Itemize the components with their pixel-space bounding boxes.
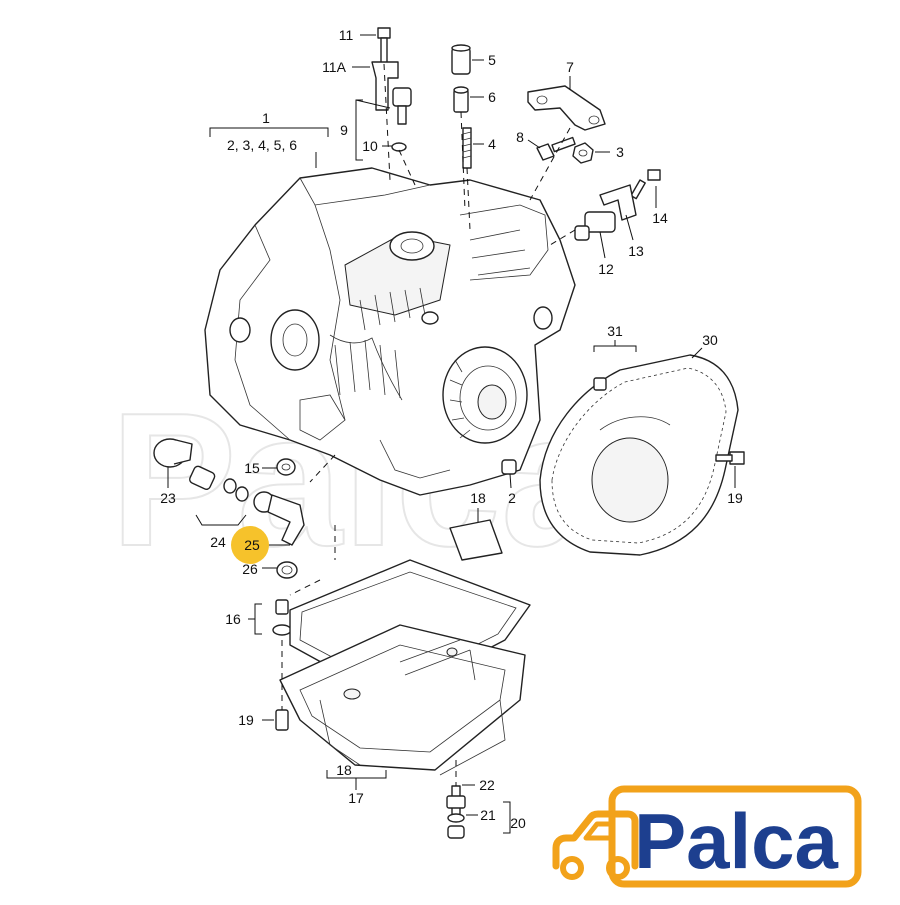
- callout-7: 7: [566, 59, 574, 75]
- callout-30: 30: [702, 332, 718, 348]
- dashed-leaders: [281, 63, 576, 786]
- callout-1-list: 2, 3, 4, 5, 6: [227, 137, 297, 153]
- callout-3: 3: [616, 144, 624, 160]
- callout-20: 20: [510, 815, 526, 831]
- callout-labels: 1 2, 3, 4, 5, 6 11 11A 9 10 5 6 4 7 8 3 …: [160, 27, 743, 831]
- callout-10: 10: [362, 138, 378, 154]
- callout-19-right: 19: [727, 490, 743, 506]
- callout-lines: [167, 34, 736, 834]
- callout-17: 17: [348, 790, 364, 806]
- callout-18-top: 18: [470, 490, 486, 506]
- callout-1: 1: [262, 110, 270, 126]
- callout-21: 21: [480, 807, 496, 823]
- callout-31: 31: [607, 323, 623, 339]
- callout-19-left: 19: [238, 712, 254, 728]
- gearbox-housing: [204, 167, 576, 496]
- callout-8: 8: [516, 129, 524, 145]
- logo-text: Palca: [634, 797, 838, 885]
- callout-12: 12: [598, 261, 614, 277]
- callout-6: 6: [488, 89, 496, 105]
- palca-logo: Palca: [552, 785, 862, 888]
- callout-18-bottom: 18: [336, 762, 352, 778]
- callout-11a: 11A: [322, 59, 347, 75]
- highlight-marker: [231, 526, 269, 564]
- callout-4: 4: [488, 136, 496, 152]
- callout-14: 14: [652, 210, 668, 226]
- callout-23: 23: [160, 490, 176, 506]
- callout-9: 9: [340, 122, 348, 138]
- callout-22: 22: [479, 777, 495, 793]
- top-parts: [371, 27, 661, 241]
- callout-2: 2: [508, 490, 516, 506]
- callout-26: 26: [242, 561, 258, 577]
- left-parts: [153, 438, 305, 731]
- oil-pan: [279, 559, 531, 776]
- drain-plug: [446, 785, 466, 839]
- callout-5: 5: [488, 52, 496, 68]
- callout-25: 25: [244, 537, 260, 553]
- callout-16: 16: [225, 611, 241, 627]
- callout-15: 15: [244, 460, 260, 476]
- callout-24: 24: [210, 534, 226, 550]
- callout-11: 11: [339, 27, 354, 43]
- callout-13: 13: [628, 243, 644, 259]
- side-cover: [449, 354, 745, 561]
- car-icon: [552, 810, 639, 880]
